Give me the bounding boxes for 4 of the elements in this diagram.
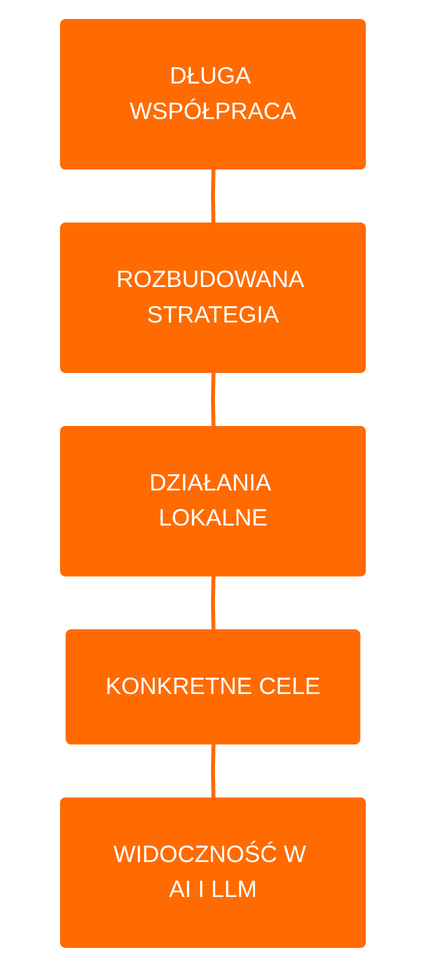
connector — [210, 744, 215, 798]
connector — [210, 576, 215, 630]
connector — [210, 372, 215, 428]
connector — [210, 170, 215, 224]
